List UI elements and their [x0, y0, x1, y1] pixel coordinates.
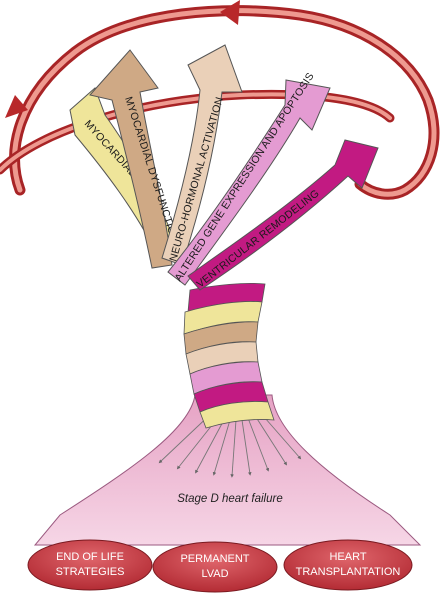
outcome-end-of-life-line2: STRATEGIES	[56, 566, 125, 578]
outcome-permanent-lvad: PERMANENT LVAD	[152, 541, 278, 593]
outcome-end-of-life-line1: END OF LIFE	[56, 551, 124, 563]
outcome-permanent-lvad-line1: PERMANENT	[180, 553, 249, 565]
outcome-heart-transplantation-line1: HEART	[329, 551, 366, 563]
outcome-permanent-lvad-line2: LVAD	[201, 568, 228, 580]
converging-arrows	[158, 409, 302, 478]
outcome-heart-transplantation: HEART TRANSPLANTATION	[283, 539, 413, 591]
cycle-arrow	[0, 0, 440, 200]
outcome-end-of-life: END OF LIFE STRATEGIES	[27, 539, 153, 591]
spiral-trunk	[183, 282, 275, 429]
stage-d-base	[33, 394, 422, 546]
cycle-arrowhead-icon	[220, 0, 240, 25]
outcome-heart-transplantation-line2: TRANSPLANTATION	[296, 566, 401, 578]
cycle-arrowhead-left-icon	[5, 95, 28, 118]
stage-d-label: Stage D heart failure	[177, 493, 282, 505]
